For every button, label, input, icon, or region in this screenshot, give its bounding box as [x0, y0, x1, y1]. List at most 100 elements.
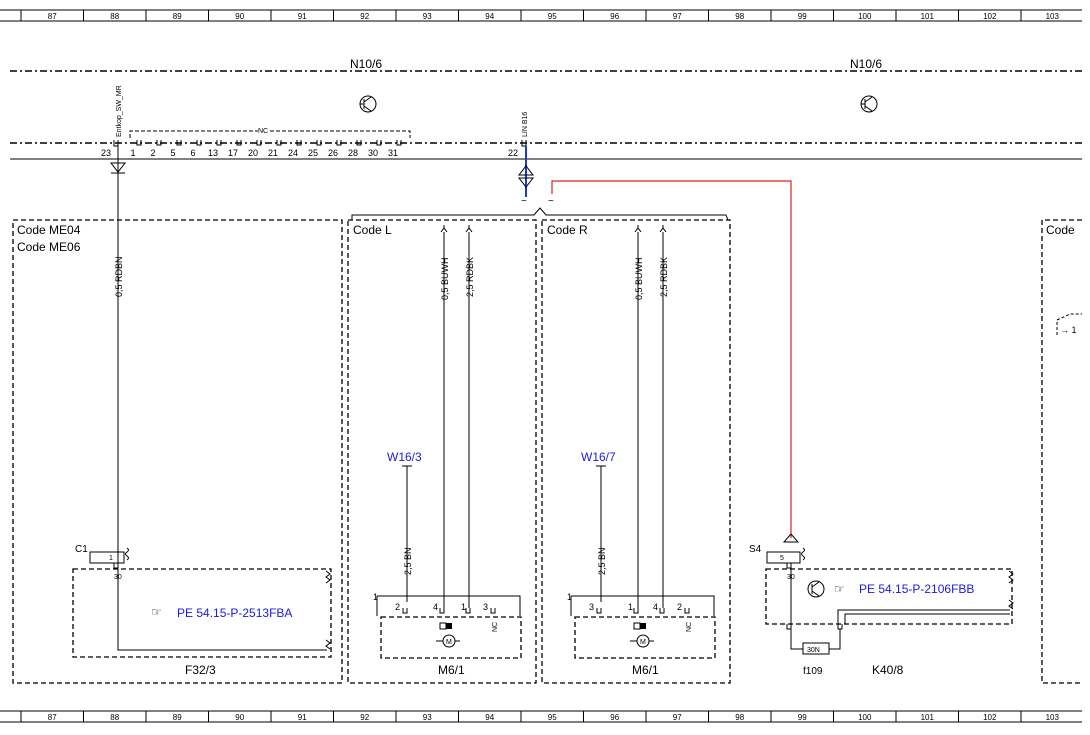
module-label-right: N10/6	[850, 57, 882, 71]
transistor-icon	[359, 95, 377, 113]
zone-label: Code ME06	[17, 240, 81, 254]
zone-label: Code ME04	[17, 223, 81, 237]
pin-label: 1	[628, 602, 633, 612]
pin-socket	[236, 140, 242, 146]
pin-label: 5	[170, 148, 175, 158]
pin-label: 26	[328, 148, 338, 158]
zone-code-me04	[12, 219, 343, 684]
wire-label: 2,5 BN	[597, 547, 607, 575]
pin-label: 6	[190, 148, 195, 158]
ruler-cell: 102	[983, 713, 997, 722]
wire-label: 0,5 BUWH	[440, 257, 450, 300]
pin-label: 1	[130, 148, 135, 158]
ruler-cell: 101	[921, 713, 935, 722]
pin-socket	[336, 140, 342, 146]
zone-label: Code R	[547, 223, 588, 237]
reference-link[interactable]: PE 54.15-P-2513FBA	[177, 606, 292, 620]
pin-label: 4	[433, 602, 438, 612]
ruler-cell: 99	[798, 12, 807, 21]
ruler-cell: 96	[610, 713, 619, 722]
ruler-cell: 102	[983, 12, 997, 21]
component-label: K40/8	[872, 663, 904, 677]
ruler-cell: 93	[423, 713, 432, 722]
zone-code-l	[347, 219, 537, 684]
nc-bracket: NC	[129, 128, 411, 138]
pin-label: 3	[483, 602, 488, 612]
pin-label: 2	[150, 148, 155, 158]
pin-socket	[136, 140, 142, 146]
svg-text:~: ~	[521, 196, 527, 207]
connector-label: S4	[749, 544, 762, 555]
ruler-cell: 89	[173, 12, 182, 21]
ruler-cell: 98	[735, 12, 744, 21]
ruler-cell: 103	[1046, 713, 1060, 722]
ground-ref-link[interactable]: W16/7	[581, 450, 616, 464]
pin-socket	[196, 140, 202, 146]
ruler-cell: 94	[485, 12, 494, 21]
pin-label: 1	[461, 602, 466, 612]
pin-socket	[256, 140, 262, 146]
ruler-cell: 89	[173, 713, 182, 722]
zone-code-partial	[1041, 219, 1082, 684]
pin-label: 25	[308, 148, 318, 158]
fuse-label: f109	[803, 666, 823, 677]
connector-label: C1	[75, 544, 88, 555]
ruler-cell: 91	[298, 12, 307, 21]
pin-socket	[276, 140, 282, 146]
reference-link[interactable]: PE 54.15-P-2106FBB	[859, 582, 974, 596]
pin-label: 28	[348, 148, 358, 158]
signal-label: LIN B16	[522, 112, 529, 137]
wire-red	[551, 180, 792, 538]
ruler-cell: 91	[298, 713, 307, 722]
pin-socket	[296, 140, 302, 146]
ruler-cell: 100	[858, 713, 872, 722]
pin-label: 24	[288, 148, 298, 158]
pointer-icon: ☞	[151, 605, 162, 619]
wire-label: 0,5 BUWH	[634, 257, 644, 300]
fuse-code: 30N	[807, 647, 820, 654]
component-label: M6/1	[632, 663, 659, 677]
pin-socket	[176, 140, 182, 146]
ruler-cell: 100	[858, 12, 872, 21]
pin-label: 21	[268, 148, 278, 158]
ruler-cell: 87	[48, 713, 57, 722]
component-label: F32/3	[185, 663, 216, 677]
nc-label: NC	[492, 622, 499, 632]
ruler-cell: 101	[921, 12, 935, 21]
zone-label: Code L	[353, 223, 392, 237]
ruler-cell: 95	[548, 713, 557, 722]
wire-label: 2,5 RDBK	[465, 257, 475, 297]
pin-label: 17	[228, 148, 238, 158]
ruler-cell: 93	[423, 12, 432, 21]
ruler-cell: 90	[235, 12, 244, 21]
pointer-icon: ☞	[834, 582, 845, 596]
pin-label: 1	[109, 555, 113, 562]
component-label: M6/1	[438, 663, 465, 677]
zone-code-r	[541, 219, 731, 684]
ground-ref-link[interactable]: W16/3	[387, 450, 422, 464]
pin-label: 4	[653, 602, 658, 612]
ruler-cell: 94	[485, 713, 494, 722]
svg-text:M: M	[640, 639, 646, 646]
pump-icon	[807, 580, 825, 598]
pin-label: 2	[677, 602, 682, 612]
pin-socket	[356, 140, 362, 146]
motor-icon	[442, 634, 456, 648]
ruler-cell: 95	[548, 12, 557, 21]
pin-socket	[216, 140, 222, 146]
component-m6-right: 1 3 1 4 2 M NC M6/1	[567, 592, 716, 677]
pin-socket	[156, 140, 162, 146]
ruler-cell: 96	[610, 12, 619, 21]
pin-label: 5	[780, 555, 784, 562]
nc-label: NC	[686, 622, 693, 632]
component-number: 1	[567, 592, 572, 602]
pin-label: 30	[368, 148, 378, 158]
ruler-cell: 92	[360, 713, 369, 722]
ruler-cell: 97	[673, 713, 682, 722]
zone-label: Code	[1046, 223, 1075, 237]
ruler-cell: 92	[360, 12, 369, 21]
